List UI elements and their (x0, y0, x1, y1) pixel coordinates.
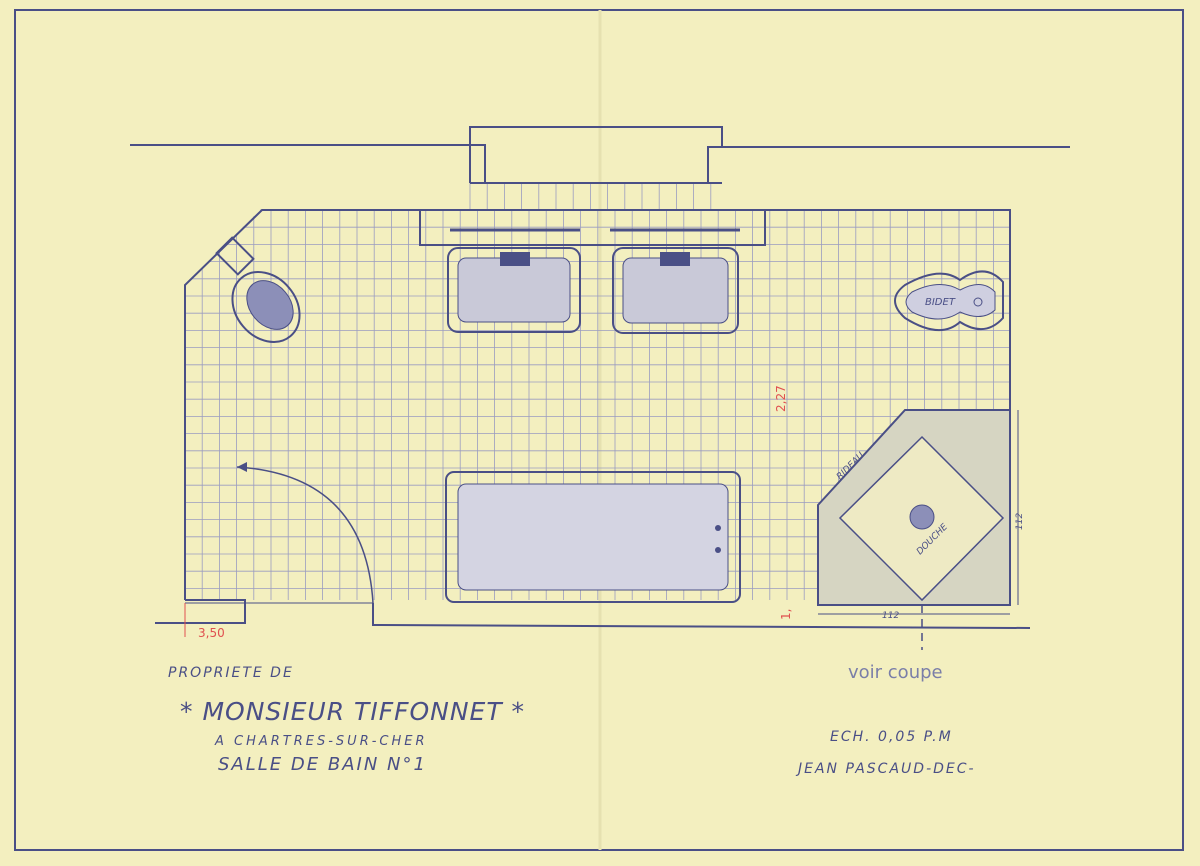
sink-right (610, 228, 740, 334)
toilet (215, 236, 301, 343)
shower: DOUCHE RIDEAU 112 112 (817, 409, 1025, 650)
owner-prefix: PROPRIETE DE (168, 665, 294, 681)
shower-depth-dim: 112 (1015, 513, 1025, 530)
section-reference-note: voir coupe (848, 662, 943, 683)
shower-width-dim: 112 (882, 611, 899, 621)
bidet-label: BIDET (925, 297, 956, 308)
bathtub (445, 471, 741, 603)
room-name: SALLE DE BAIN N°1 (218, 754, 427, 775)
owner-name: * MONSIEUR TIFFONNET * (180, 697, 525, 726)
walls (130, 126, 1070, 629)
door-arrow-icon (237, 462, 247, 472)
depth-dimension: 2,27 (774, 385, 788, 412)
width-dimension: 3,50 (198, 626, 225, 640)
location: A CHARTRES-SUR-CHER (214, 734, 428, 749)
designer: JEAN PASCAUD-DEC- (795, 761, 976, 777)
sink-left (447, 228, 581, 333)
door-swing (185, 462, 374, 604)
shower-drain-icon (909, 504, 935, 530)
small-dimension: 1, (779, 609, 793, 620)
bidet: BIDET (894, 270, 1004, 331)
scale: ECH. 0,05 P.M (830, 729, 953, 745)
